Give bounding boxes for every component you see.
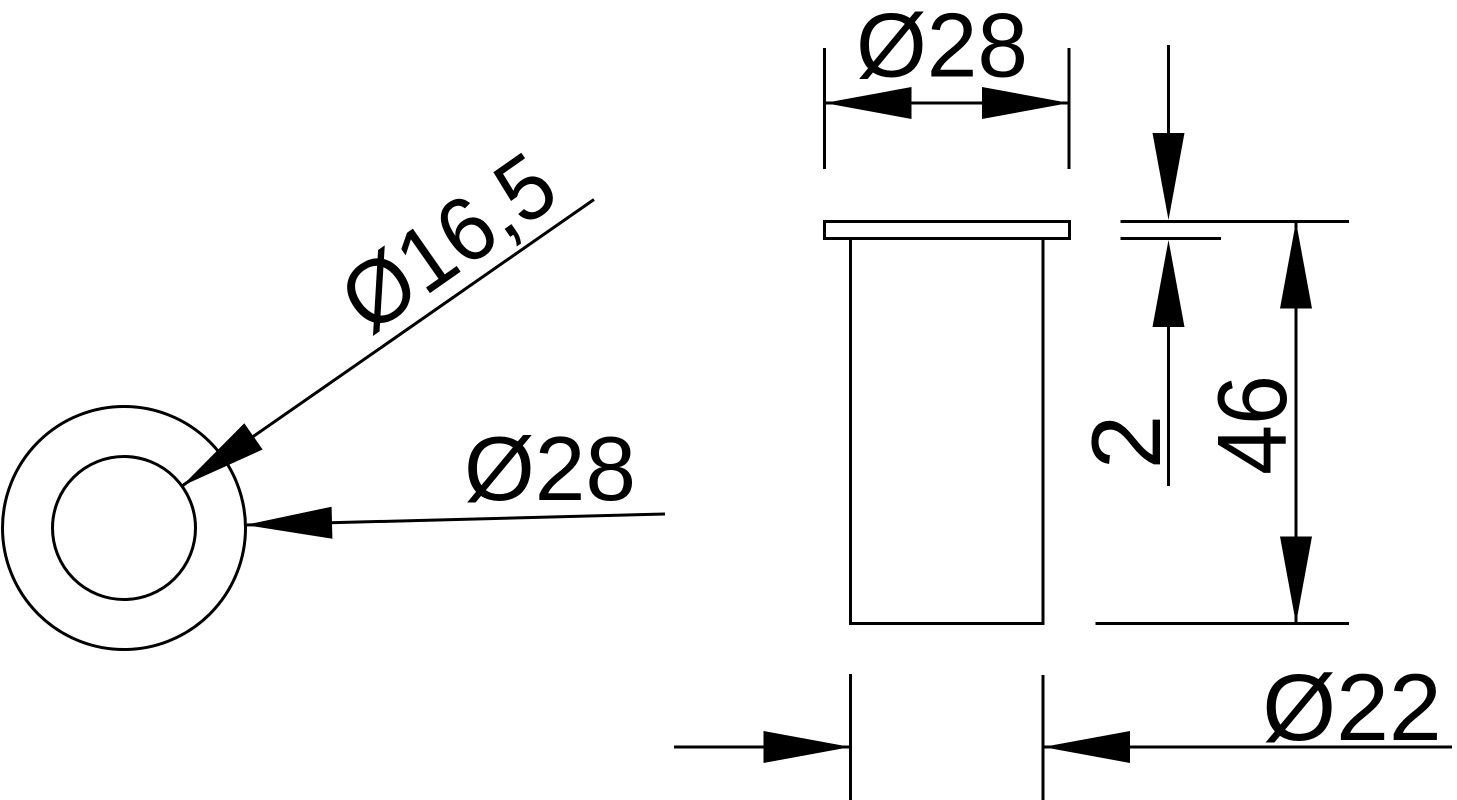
svg-text:Ø22: Ø22 [1262,655,1442,761]
svg-text:46: 46 [1197,375,1307,475]
svg-text:2: 2 [1071,415,1181,470]
svg-text:Ø28: Ø28 [464,419,636,520]
svg-text:Ø28: Ø28 [856,0,1028,97]
